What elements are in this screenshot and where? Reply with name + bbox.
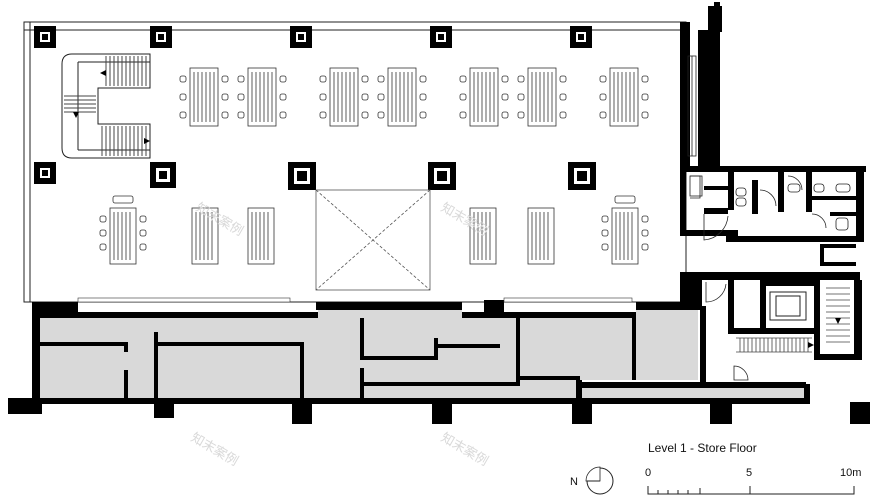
facade-window	[687, 55, 697, 157]
staircase-right	[736, 287, 850, 353]
central-void	[315, 189, 431, 291]
walls	[8, 2, 870, 424]
scale-tick-5: 5	[746, 467, 752, 479]
staircase-left	[61, 53, 151, 159]
columns-middle-row	[34, 162, 596, 190]
scale-bar: 0 5 10m	[645, 467, 861, 495]
watermark-4: 知末案例	[438, 430, 491, 470]
columns-top-row	[34, 26, 592, 48]
elevator	[769, 291, 807, 321]
plan-title: Level 1 - Store Floor	[648, 441, 757, 455]
back-of-house-area	[38, 306, 806, 398]
scale-tick-0: 0	[645, 467, 651, 479]
restroom-fixtures	[689, 175, 851, 231]
scale-tick-10: 10m	[840, 467, 861, 479]
watermark-3: 知末案例	[188, 430, 241, 470]
north-arrow: N	[570, 466, 614, 495]
north-label: N	[570, 476, 578, 488]
display-tables	[99, 67, 649, 265]
